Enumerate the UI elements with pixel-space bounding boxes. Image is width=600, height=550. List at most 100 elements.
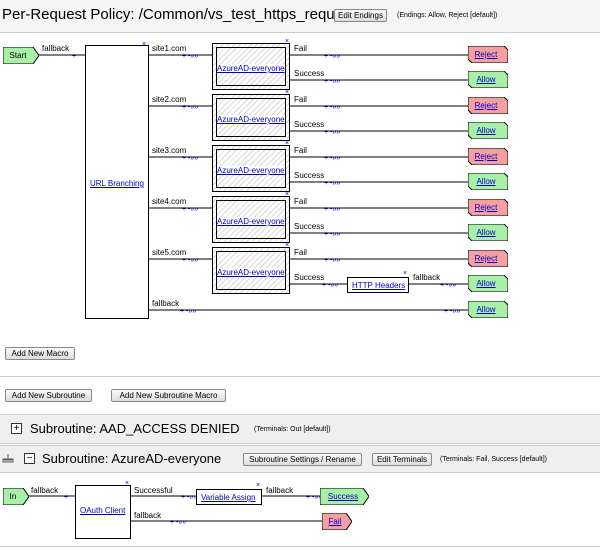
ending-label: Allow: [476, 126, 496, 135]
svg-text:+ -»»: + -»»: [324, 78, 340, 85]
reject-ending[interactable]: Reject: [468, 199, 508, 216]
reject-ending[interactable]: Reject: [468, 46, 508, 63]
success-branch-label: Success: [294, 222, 325, 231]
success-branch-label: Success: [294, 120, 325, 129]
reject-ending[interactable]: Reject: [468, 250, 508, 267]
fail-terminal[interactable]: Fail: [322, 513, 352, 530]
allow-ending[interactable]: Allow: [468, 122, 508, 139]
svg-text:+ -»»: + -»»: [324, 231, 340, 238]
delete-macro-icon[interactable]: ×: [285, 191, 290, 198]
ending-label: Reject: [474, 254, 498, 263]
svg-text:+ -»»: + -»»: [306, 494, 322, 501]
ending-label: Allow: [476, 305, 496, 314]
policy-header: Per-Request Policy: /Common/vs_test_http…: [0, 0, 600, 33]
svg-text:+ -»»: + -»»: [324, 155, 340, 162]
svg-text:+: +: [64, 494, 68, 501]
endings-note: (Endings: Allow, Reject [default]): [397, 12, 498, 19]
svg-text:+ -»»: + -»»: [440, 282, 456, 289]
svg-text:+ -»»: + -»»: [182, 257, 198, 264]
oauth-client-node: OAuth Client: [75, 485, 131, 539]
macro-link[interactable]: AzureAD-everyone: [217, 268, 285, 277]
ending-label: Allow: [476, 177, 496, 186]
allow-ending[interactable]: Allow: [468, 301, 508, 318]
add-new-macro-button[interactable]: Add New Macro: [5, 347, 75, 360]
fail-branch-label: Fail: [294, 146, 307, 155]
variable-assign-branch-label: fallback: [266, 486, 294, 495]
edit-endings-button[interactable]: Edit Endings: [334, 9, 387, 22]
move-handle-icon[interactable]: [2, 452, 14, 464]
terminals-note: (Terminals: Fail, Success [default]): [440, 456, 547, 463]
url-branching-link[interactable]: URL Branching: [90, 179, 144, 188]
terminals-note: (Terminals: Out [default]): [254, 426, 331, 433]
allow-ending[interactable]: Allow: [468, 173, 508, 190]
reject-ending[interactable]: Reject: [468, 148, 508, 165]
macro-node: AzureAD-everyone: [212, 145, 290, 192]
delete-http-headers-icon[interactable]: ×: [403, 270, 408, 277]
macro-link[interactable]: AzureAD-everyone: [217, 115, 285, 124]
delete-macro-icon[interactable]: ×: [285, 89, 290, 96]
url-branching-node: URL Branching: [85, 45, 149, 319]
variable-assign-link[interactable]: Variable Assign: [201, 493, 256, 502]
add-new-subroutine-button[interactable]: Add New Subroutine: [5, 389, 92, 402]
macro-node: AzureAD-everyone: [212, 43, 290, 90]
delete-macro-icon[interactable]: ×: [285, 242, 290, 249]
reject-ending[interactable]: Reject: [468, 97, 508, 114]
ending-label: Reject: [474, 101, 498, 110]
macro-node: AzureAD-everyone: [212, 94, 290, 141]
branch-label: site2.com: [152, 95, 187, 104]
allow-ending[interactable]: Allow: [468, 275, 508, 292]
edit-terminals-button[interactable]: Edit Terminals: [372, 453, 432, 466]
fail-branch-label: Fail: [294, 197, 307, 206]
add-new-subroutine-macro-button[interactable]: Add New Subroutine Macro: [111, 389, 226, 402]
svg-text:+ -»»: + -»»: [324, 129, 340, 136]
expand-toggle-icon[interactable]: +: [11, 423, 22, 434]
branch-label: site4.com: [152, 197, 187, 206]
subroutine-title: Subroutine: AzureAD-everyone: [42, 451, 222, 466]
allow-ending[interactable]: Allow: [468, 71, 508, 88]
in-label: In: [9, 492, 17, 501]
subroutine-settings-button[interactable]: Subroutine Settings / Rename: [243, 453, 362, 466]
divider: [0, 376, 600, 377]
macro-link[interactable]: AzureAD-everyone: [217, 217, 285, 226]
fail-branch-label: Fail: [294, 95, 307, 104]
fail-branch-label: Fail: [294, 248, 307, 257]
fail-branch-label: Fail: [294, 44, 307, 53]
success-terminal-label: Success: [327, 492, 359, 501]
svg-text:+ -»»: + -»»: [444, 308, 460, 315]
ending-label: Allow: [476, 75, 496, 84]
http-headers-branch-label: fallback: [413, 273, 441, 282]
http-headers-link[interactable]: HTTP Headers: [352, 281, 406, 290]
url-fallback-label: fallback: [152, 299, 180, 308]
ending-label: Reject: [474, 203, 498, 212]
in-node: In: [3, 488, 29, 505]
success-branch-label: Success: [294, 69, 325, 78]
collapse-toggle-icon[interactable]: −: [24, 453, 35, 464]
branch-label: site1.com: [152, 44, 187, 53]
success-terminal[interactable]: Success: [320, 488, 369, 505]
svg-text:+ -»»: + -»»: [181, 494, 197, 501]
branch-label: site5.com: [152, 248, 187, 257]
delete-macro-icon[interactable]: ×: [285, 140, 290, 147]
http-headers-node: HTTP Headers: [347, 277, 409, 293]
delete-variable-assign-icon[interactable]: ×: [256, 482, 261, 489]
in-branch-label: fallback: [31, 486, 59, 495]
svg-text:+ -»»: + -»»: [322, 282, 338, 289]
svg-text:+ -»»: + -»»: [182, 104, 198, 111]
macro-node: AzureAD-everyone: [212, 247, 290, 294]
svg-text:+ -»»: + -»»: [180, 308, 196, 315]
svg-text:+ -»»: + -»»: [324, 104, 340, 111]
delete-url-branching-icon[interactable]: ×: [142, 41, 147, 48]
allow-ending[interactable]: Allow: [468, 224, 508, 241]
svg-text:+: +: [72, 53, 76, 60]
svg-text:+ -»»: + -»»: [170, 519, 186, 526]
delete-oauth-client-icon[interactable]: ×: [125, 480, 130, 487]
ending-label: Reject: [474, 152, 498, 161]
macro-link[interactable]: AzureAD-everyone: [217, 64, 285, 73]
macro-link[interactable]: AzureAD-everyone: [217, 166, 285, 175]
ending-label: Allow: [476, 279, 496, 288]
bottom-divider: [0, 546, 600, 547]
subroutine-title: Subroutine: AAD_ACCESS DENIED: [30, 421, 240, 436]
delete-macro-icon[interactable]: ×: [285, 38, 290, 45]
oauth-client-link[interactable]: OAuth Client: [80, 506, 126, 515]
branch-label: site3.com: [152, 146, 187, 155]
